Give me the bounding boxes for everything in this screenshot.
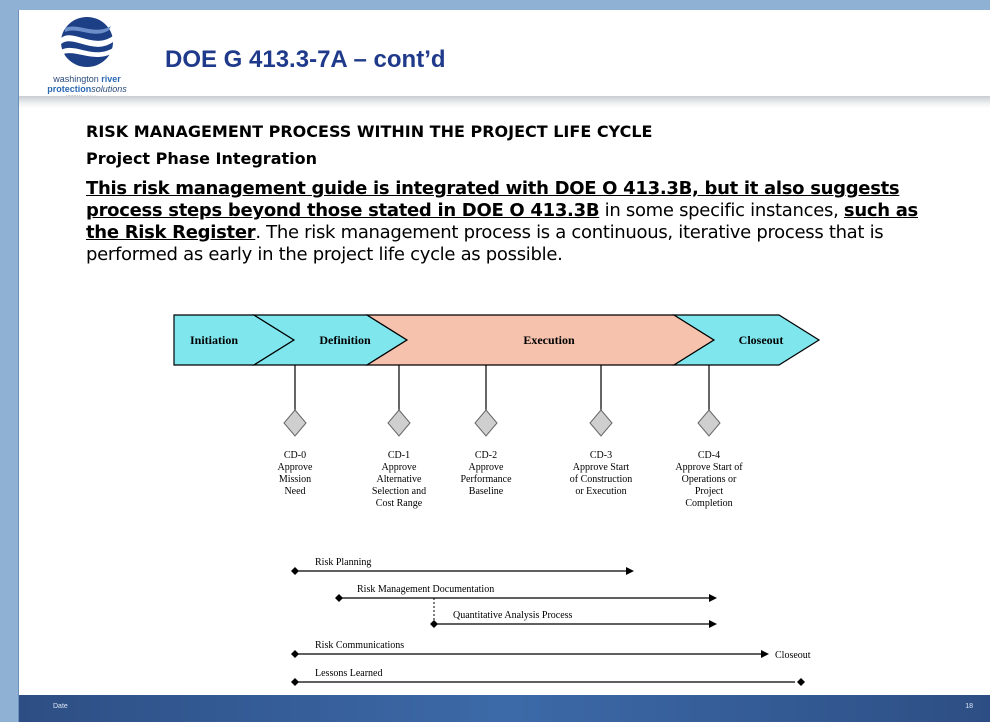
activity-start-diamond-icon: [291, 650, 299, 658]
logo-word-solutions: solutions: [91, 84, 127, 94]
milestone-label-cd-0: CD-0: [284, 450, 306, 461]
activity-arrowhead-icon: [709, 594, 717, 602]
activity-label-lessons-learned: Lessons Learned: [315, 668, 382, 679]
milestone-label-cd-1: CD-1: [388, 450, 410, 461]
activity-arrowhead-icon: [761, 650, 769, 658]
logo-word-washington: washington: [53, 74, 102, 84]
milestone-diamond-icon: [697, 409, 721, 437]
milestone-label-cd-3: or Execution: [575, 486, 626, 497]
phase-label-closeout: Closeout: [739, 333, 784, 347]
milestone-diamond-icon: [283, 409, 307, 437]
slide-title: DOE G 413.3-7A – cont’d: [165, 46, 446, 73]
activity-start-diamond-icon: [291, 678, 299, 686]
milestone-label-cd-3: CD-3: [590, 450, 612, 461]
phase-label-definition: Definition: [319, 333, 371, 347]
milestone-label-cd-1: Alternative: [377, 474, 423, 485]
phase-label-execution: Execution: [523, 333, 575, 347]
para-text-1: in some specific instances,: [599, 200, 844, 221]
logo-wave-icon: [61, 17, 113, 67]
body-paragraph: This risk management guide is integrated…: [86, 178, 946, 266]
milestone-diamond-icon: [474, 409, 498, 437]
company-logo: washington river protectionsolutions an …: [23, 16, 163, 99]
milestone-label-cd-4: Project: [695, 486, 724, 497]
milestone-label-cd-1: Selection and: [372, 486, 426, 497]
activity-arrowhead-icon: [626, 567, 634, 575]
milestone-label-cd-0: Mission: [279, 474, 311, 485]
para-text-2: . The risk management process is a conti…: [86, 222, 884, 265]
milestone-label-cd-0: Need: [284, 486, 305, 497]
milestone-label-cd-1: Cost Range: [376, 498, 423, 509]
milestone-label-cd-4: Completion: [685, 498, 732, 509]
logo-word-river: river: [101, 74, 121, 84]
milestone-label-cd-2: Baseline: [469, 486, 504, 497]
activity-label-quantitative-analysis-process: Quantitative Analysis Process: [453, 610, 573, 621]
footer-date: Date: [53, 703, 68, 710]
milestone-label-cd-2: Performance: [460, 474, 512, 485]
milestone-diamond-icon: [589, 409, 613, 437]
slide-footer: Date 18: [19, 695, 990, 722]
page-number: 18: [965, 703, 973, 710]
header-divider: [19, 96, 990, 108]
activity-arrowhead-icon: [709, 620, 717, 628]
milestone-label-cd-0: Approve: [278, 462, 314, 473]
activity-label-risk-management-documentation: Risk Management Documentation: [357, 584, 494, 595]
section-heading: RISK MANAGEMENT PROCESS WITHIN THE PROJE…: [86, 122, 653, 141]
slide: washington river protectionsolutions an …: [18, 10, 990, 722]
para-emphasis-1: This risk management guide is integrated…: [86, 178, 900, 221]
activity-start-diamond-icon: [335, 594, 343, 602]
slide-body: RISK MANAGEMENT PROCESS WITHIN THE PROJE…: [86, 122, 946, 266]
activity-label-risk-planning: Risk Planning: [315, 557, 371, 568]
milestone-diamond-icon: [387, 409, 411, 437]
activity-start-diamond-icon: [291, 567, 299, 575]
para-emphasis-2: such as the Risk Register: [86, 200, 918, 243]
activity-label-risk-communications: Risk Communications: [315, 640, 404, 651]
subsection-heading: Project Phase Integration: [86, 149, 318, 168]
activity-end-diamond-icon: [797, 678, 805, 686]
milestone-label-cd-3: of Construction: [570, 474, 633, 485]
milestone-label-cd-1: Approve: [382, 462, 418, 473]
milestone-label-cd-4: Operations or: [682, 474, 737, 485]
phase-chevron-closeout: [671, 314, 821, 366]
activity-end-label: Closeout: [775, 650, 811, 661]
logo-word-protection: protection: [47, 84, 92, 94]
milestone-label-cd-4: Approve Start of: [675, 462, 743, 473]
slide-header: washington river protectionsolutions an …: [19, 10, 990, 99]
milestone-label-cd-2: Approve: [469, 462, 505, 473]
milestone-label-cd-4: CD-4: [698, 450, 720, 461]
milestone-label-cd-3: Approve Start: [573, 462, 630, 473]
phase-label-initiation: Initiation: [190, 333, 238, 347]
milestone-label-cd-2: CD-2: [475, 450, 497, 461]
